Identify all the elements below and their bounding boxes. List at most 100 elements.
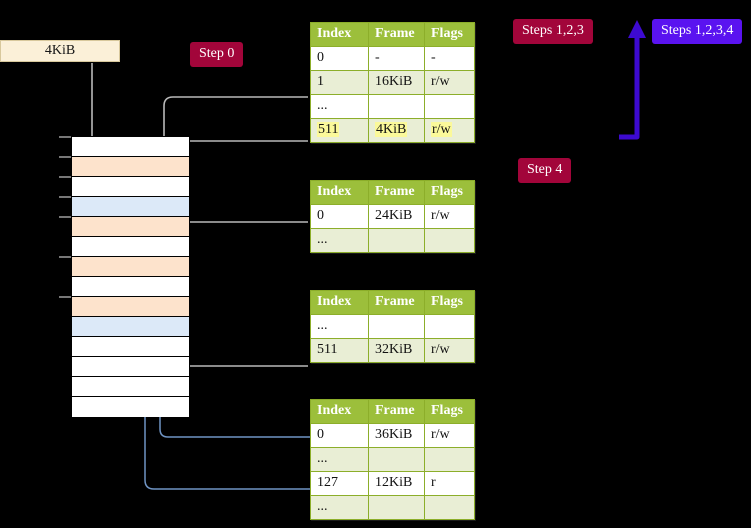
column-header-flags: Flags — [424, 180, 475, 205]
column-header-index: Index — [310, 290, 369, 315]
cell-flags: r/w — [424, 338, 475, 363]
column-header-flags: Flags — [424, 22, 475, 47]
memory-frame-row[interactable] — [72, 317, 189, 337]
table-row[interactable]: 0-- — [310, 46, 475, 71]
cell-flags: r — [424, 471, 475, 496]
cell-frame — [368, 447, 425, 472]
cell-highlight: 511 — [317, 122, 340, 137]
cell-flags: r/w — [424, 70, 475, 95]
cell-flags — [424, 447, 475, 472]
table-row[interactable]: ... — [310, 495, 475, 520]
memory-frame-row[interactable] — [72, 357, 189, 377]
memory-frame-row[interactable] — [72, 157, 189, 177]
memory-row-tick — [59, 256, 71, 258]
cell-frame: 24KiB — [368, 204, 425, 229]
badge-steps1234-text: Steps 1,2,3,4 — [661, 23, 734, 38]
column-header-frame: Frame — [368, 399, 425, 424]
memory-frame-row[interactable] — [72, 137, 189, 157]
table-row[interactable]: ... — [310, 447, 475, 472]
cell-index: 511 — [310, 338, 369, 363]
memory-frame-row[interactable] — [72, 397, 189, 417]
memory-frame-row[interactable] — [72, 377, 189, 397]
cell-frame: - — [368, 46, 425, 71]
cell-index: ... — [310, 495, 369, 520]
memory-frame-row[interactable] — [72, 257, 189, 277]
badge-step4: Step 4 — [518, 158, 572, 183]
table-row[interactable]: ... — [310, 314, 475, 339]
size-label-box: 4KiB — [0, 40, 120, 62]
memory-frame-row[interactable] — [72, 297, 189, 317]
cell-flags — [424, 94, 475, 119]
cell-frame — [368, 495, 425, 520]
cell-frame: 12KiB — [368, 471, 425, 496]
column-header-flags: Flags — [424, 290, 475, 315]
column-header-frame: Frame — [368, 22, 425, 47]
column-header-index: Index — [310, 399, 369, 424]
cell-frame — [368, 228, 425, 253]
column-header-frame: Frame — [368, 290, 425, 315]
badge-steps1234: Steps 1,2,3,4 — [652, 19, 743, 44]
memory-frame-row[interactable] — [72, 277, 189, 297]
cell-frame — [368, 314, 425, 339]
cell-flags: r/w — [424, 118, 475, 143]
table-row[interactable]: ... — [310, 94, 475, 119]
cell-index: 511 — [310, 118, 369, 143]
table-row[interactable]: ... — [310, 228, 475, 253]
cell-frame: 32KiB — [368, 338, 425, 363]
cell-flags — [424, 314, 475, 339]
memory-row-tick — [59, 156, 71, 158]
cell-index: 0 — [310, 46, 369, 71]
cell-index: ... — [310, 314, 369, 339]
column-header-flags: Flags — [424, 399, 475, 424]
cell-index: 0 — [310, 204, 369, 229]
cell-highlight: r/w — [431, 122, 452, 137]
cell-index: ... — [310, 94, 369, 119]
memory-frame-row[interactable] — [72, 177, 189, 197]
cell-flags — [424, 228, 475, 253]
cell-flags: r/w — [424, 423, 475, 448]
cell-flags: r/w — [424, 204, 475, 229]
column-header-index: Index — [310, 22, 369, 47]
cell-flags: - — [424, 46, 475, 71]
badge-steps123: Steps 1,2,3 — [513, 19, 593, 44]
cell-frame: 16KiB — [368, 70, 425, 95]
table-row[interactable]: 511 4KiB r/w — [310, 118, 475, 143]
memory-row-tick — [59, 176, 71, 178]
memory-row-tick — [59, 216, 71, 218]
badge-step0: Step 0 — [190, 42, 244, 67]
cell-index: ... — [310, 447, 369, 472]
cell-index: ... — [310, 228, 369, 253]
physical-memory-column — [71, 136, 190, 417]
memory-frame-row[interactable] — [72, 237, 189, 257]
cell-index: 0 — [310, 423, 369, 448]
memory-row-tick — [59, 136, 71, 138]
cell-frame: 36KiB — [368, 423, 425, 448]
cell-flags — [424, 495, 475, 520]
cell-index: 1 — [310, 70, 369, 95]
memory-row-tick — [59, 296, 71, 298]
memory-frame-row[interactable] — [72, 197, 189, 217]
size-label-text: 4KiB — [44, 43, 76, 58]
cell-frame — [368, 94, 425, 119]
cell-frame: 4KiB — [368, 118, 425, 143]
column-header-index: Index — [310, 180, 369, 205]
memory-frame-row[interactable] — [72, 217, 189, 237]
cell-index: 127 — [310, 471, 369, 496]
cell-highlight: 4KiB — [375, 122, 408, 137]
memory-frame-row[interactable] — [72, 337, 189, 357]
badge-step0-text: Step 0 — [199, 46, 235, 61]
badge-step4-text: Step 4 — [527, 162, 563, 177]
